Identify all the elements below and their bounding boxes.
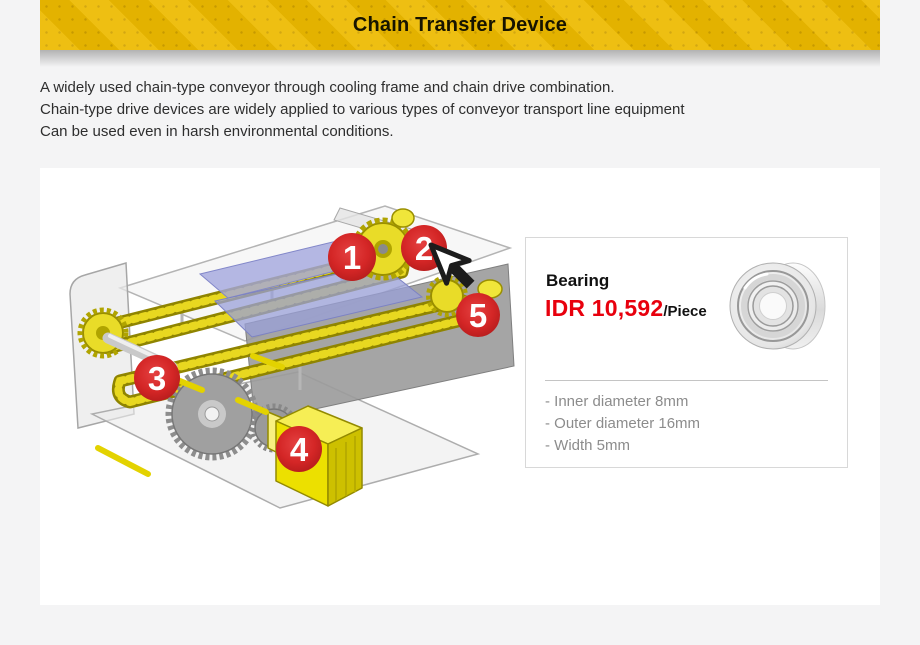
blue-tray-lower — [213, 263, 424, 338]
product-price-row: IDR 10,592/Piece — [545, 295, 707, 322]
spec-line: - Inner diameter 8mm — [545, 393, 689, 410]
product-specs: - Inner diameter 8mm - Outer diameter 16… — [545, 391, 700, 457]
svg-text:4[interactable]: 4 — [290, 431, 309, 468]
product-name: Bearing — [546, 271, 610, 290]
bearing-photo — [727, 258, 831, 356]
product-price: IDR 10,592 — [545, 295, 664, 321]
svg-text:1[interactable]: 1 — [343, 239, 361, 276]
hotspot-badge-5[interactable]: 5 — [456, 293, 500, 337]
spec-line: - Width 5mm — [545, 437, 631, 454]
content-panel: 1 2 3 4 5 — [40, 168, 880, 605]
intro-line: Chain-type drive devices are widely appl… — [40, 101, 685, 118]
hotspot-badge-3[interactable]: 3 — [134, 355, 180, 401]
right-sprocket — [426, 275, 503, 317]
hotspot-badge-4[interactable]: 4 — [276, 426, 322, 472]
product-card: Bearing IDR 10,592/Piece — [525, 237, 848, 468]
machine-svg: 1 2 3 4 5 — [69, 205, 515, 509]
main-gear — [165, 367, 259, 461]
price-unit: /Piece — [663, 303, 707, 320]
machine-illustration: 1 2 3 4 5 — [40, 176, 520, 526]
card-divider — [545, 380, 828, 381]
header-banner: Chain Transfer Device — [40, 0, 880, 50]
svg-text:2[interactable]: 2 — [415, 230, 433, 267]
intro-line: Can be used even in harsh environmental … — [40, 123, 394, 140]
spec-line: - Outer diameter 16mm — [545, 415, 701, 432]
hotspot-badge-1[interactable]: 1 — [328, 233, 376, 281]
svg-text:3[interactable]: 3 — [148, 360, 166, 397]
page-title: Chain Transfer Device — [352, 13, 568, 36]
intro-text: A widely used chain-type conveyor throug… — [40, 77, 800, 143]
cursor-pointer-icon — [428, 242, 475, 289]
intro-line: A widely used chain-type conveyor throug… — [40, 79, 615, 96]
svg-text:5[interactable]: 5 — [469, 297, 487, 334]
header-shadow — [40, 50, 880, 67]
